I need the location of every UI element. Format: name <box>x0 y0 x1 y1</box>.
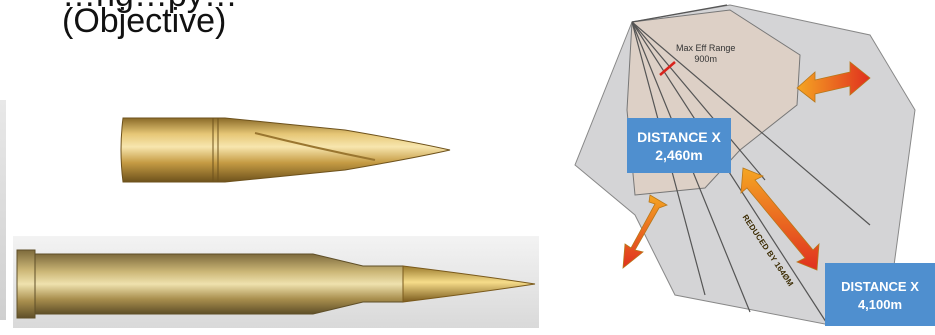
distance-box-2: DISTANCE X 4,100m <box>825 263 935 326</box>
max-range-value: 900m <box>694 54 717 64</box>
max-range-label: Max Eff Range 900m <box>676 43 735 65</box>
bullet-image <box>115 100 455 200</box>
left-edge-strip <box>0 100 6 320</box>
distance-box-2-value: 4,100m <box>825 296 935 314</box>
distance-box-2-title: DISTANCE X <box>825 278 935 296</box>
max-range-title: Max Eff Range <box>676 43 735 53</box>
distance-box-1-title: DISTANCE X <box>627 128 731 146</box>
distance-box-1: DISTANCE X 2,460m <box>627 118 731 173</box>
cartridge-image <box>13 236 539 328</box>
distance-box-1-value: 2,460m <box>627 146 731 164</box>
page-title: (Objective) <box>62 2 226 40</box>
